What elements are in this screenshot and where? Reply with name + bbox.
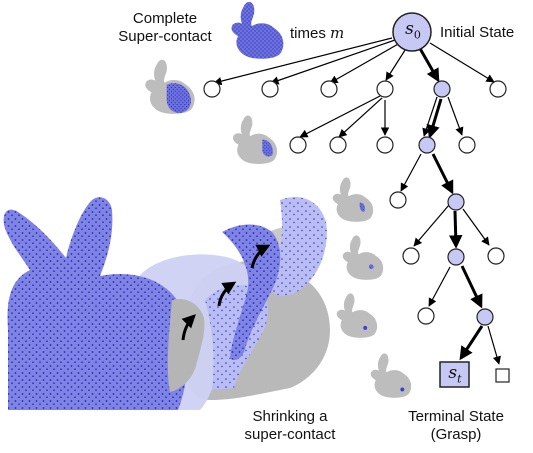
leaf-square xyxy=(495,368,510,383)
edge-n4-left xyxy=(428,266,451,307)
tree-edges xyxy=(213,37,501,365)
edge-c4-g2 xyxy=(338,97,383,138)
terminal-label-line2: (Grasp) xyxy=(430,426,482,443)
bunny-thumb-5 xyxy=(336,293,378,338)
node-empty xyxy=(487,247,505,265)
path-edge-4 xyxy=(448,210,463,249)
terminal-node-label: st xyxy=(442,364,468,388)
complete-label-line2: Super-contact xyxy=(118,28,212,45)
node-selected xyxy=(433,80,451,98)
node-empty xyxy=(320,80,338,98)
terminal-symbol: s xyxy=(448,363,458,383)
shrink-arrow-3 xyxy=(250,244,271,269)
path-edge-5 xyxy=(460,265,483,309)
bunny-thumb-3 xyxy=(332,177,374,222)
node-empty xyxy=(417,307,435,325)
terminal-node xyxy=(439,361,470,388)
path-edge-3 xyxy=(431,153,454,195)
shrinking-label-line1: Shrinking a xyxy=(252,408,328,425)
times-label: times m xyxy=(290,24,344,43)
bunny-dotted-body xyxy=(3,197,189,410)
edge-n5-right xyxy=(487,325,501,365)
path-edge-2 xyxy=(426,98,443,139)
terminal-state-label: Terminal State (Grasp) xyxy=(396,408,516,444)
terminal-subscript: t xyxy=(457,372,462,386)
edge-root-child2 xyxy=(270,39,396,85)
node-selected xyxy=(476,308,494,326)
shrinking-label-line2: super-contact xyxy=(244,426,336,443)
initial-state-label: Initial State xyxy=(440,24,515,41)
edge-n2-left xyxy=(400,153,422,192)
node-empty xyxy=(376,80,394,98)
times-var: m xyxy=(330,24,345,42)
path-edge-1 xyxy=(416,44,440,83)
edge-root-child3 xyxy=(329,42,401,84)
root-subscript: 0 xyxy=(413,28,421,42)
shrink-arrow-1 xyxy=(181,314,196,341)
edge-root-child6 xyxy=(429,42,495,83)
tree-nodes xyxy=(203,12,510,388)
node-empty xyxy=(261,80,279,98)
terminal-label-line1: Terminal State xyxy=(408,408,504,425)
edge-n3-left xyxy=(413,204,450,247)
bunny-thumb-6 xyxy=(370,353,412,398)
bunny-thumb-2 xyxy=(232,115,278,164)
node-selected xyxy=(418,136,436,154)
complete-label-line1: Complete xyxy=(132,10,198,27)
shrinking-label: Shrinking a super-contact xyxy=(232,408,348,444)
shrink-arrow-2 xyxy=(217,281,237,307)
root-node-label: s0 xyxy=(398,20,428,44)
shell-current xyxy=(222,224,281,360)
times-prefix: times xyxy=(290,25,331,42)
edge-root-child1 xyxy=(213,37,393,86)
selected-path-edges xyxy=(416,44,484,361)
edge-c4-g1 xyxy=(299,95,381,138)
edge-n3-right xyxy=(462,208,490,246)
node-empty xyxy=(329,136,347,154)
bunny-thumb-4 xyxy=(342,235,384,280)
shell-stage-2 xyxy=(266,196,327,296)
node-selected xyxy=(447,248,465,266)
node-empty xyxy=(376,136,394,154)
node-empty xyxy=(489,80,507,98)
bunny-complete xyxy=(231,1,284,59)
large-bunny xyxy=(3,196,330,410)
complete-label: Complete Super-contact xyxy=(114,10,216,46)
root-node xyxy=(392,12,432,52)
edge-n1-left xyxy=(422,96,438,137)
node-empty xyxy=(389,191,407,209)
node-empty xyxy=(203,80,221,98)
edge-root-child4 xyxy=(385,46,408,81)
bunny-thumb-1 xyxy=(145,59,195,114)
node-empty xyxy=(402,247,420,265)
root-symbol: s xyxy=(405,19,414,39)
node-empty xyxy=(458,136,476,154)
edge-n1-right xyxy=(447,96,464,136)
node-selected xyxy=(447,193,465,211)
node-empty xyxy=(289,136,307,154)
path-edge-6 xyxy=(459,325,484,361)
